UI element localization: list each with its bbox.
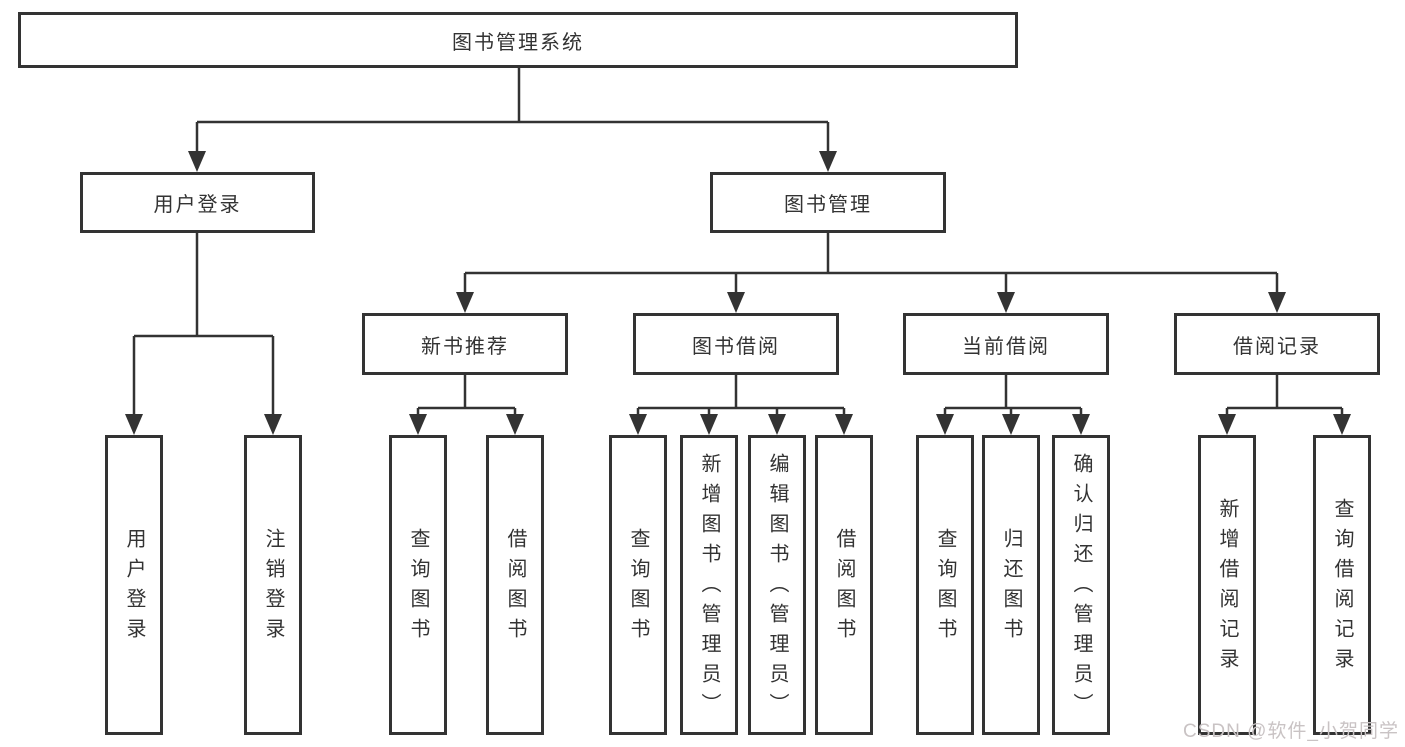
- leaf-user-login: 用户登录: [105, 435, 163, 735]
- leaf-records-add-record: 新增借阅记录: [1198, 435, 1256, 735]
- leaf-current-confirm-return-admin: 确认归还（管理员）: [1052, 435, 1110, 735]
- csdn-watermark: CSDN @软件_小贺同学: [1183, 721, 1399, 742]
- leaf-borrowing-edit-books-admin: 编辑图书（管理员）: [748, 435, 806, 735]
- leaf-newbooks-borrow-books: 借阅图书: [486, 435, 544, 735]
- leaf-records-query-record: 查询借阅记录: [1313, 435, 1371, 735]
- node-system-root: 图书管理系统: [18, 12, 1018, 68]
- leaf-borrowing-query-books: 查询图书: [609, 435, 667, 735]
- leaf-logout: 注销登录: [244, 435, 302, 735]
- node-book-borrowing: 图书借阅: [633, 313, 839, 375]
- node-user-login-group: 用户登录: [80, 172, 315, 233]
- leaf-newbooks-query-books: 查询图书: [389, 435, 447, 735]
- node-book-management: 图书管理: [710, 172, 946, 233]
- leaf-borrowing-borrow-books: 借阅图书: [815, 435, 873, 735]
- leaf-borrowing-add-books-admin: 新增图书（管理员）: [680, 435, 738, 735]
- leaf-current-return-books: 归还图书: [982, 435, 1040, 735]
- leaf-current-query-books: 查询图书: [916, 435, 974, 735]
- node-current-borrowing: 当前借阅: [903, 313, 1109, 375]
- node-new-book-recommend: 新书推荐: [362, 313, 568, 375]
- node-borrowing-records: 借阅记录: [1174, 313, 1380, 375]
